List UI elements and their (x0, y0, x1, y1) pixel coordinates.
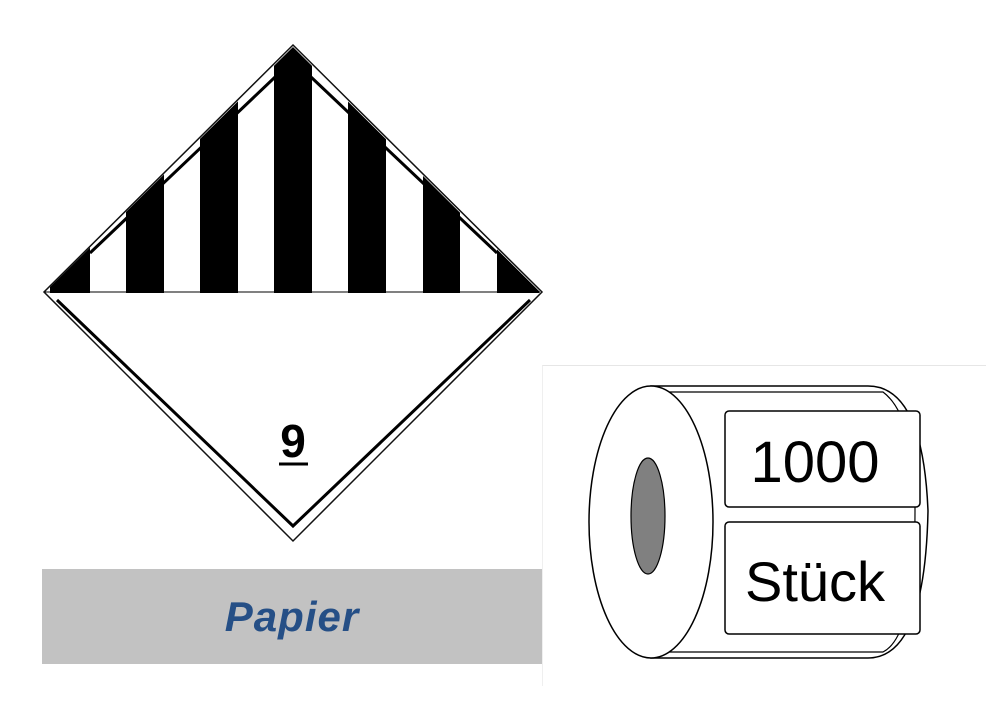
roll-quantity: 1000 (750, 430, 879, 495)
quantity-box (724, 410, 921, 508)
stripe (200, 80, 238, 293)
stripe (274, 47, 312, 293)
class-number: 9 (280, 415, 306, 467)
inner-border (88, 57, 499, 255)
unit-box (724, 521, 921, 635)
label-roll-icon: 1000 Stück (588, 385, 929, 659)
hazard-class-9-label: 9 (42, 43, 544, 543)
label-strip (663, 391, 916, 653)
inner-border-lower (55, 298, 532, 529)
stripe (348, 80, 386, 293)
stripe (126, 150, 164, 293)
roll-core (630, 457, 666, 575)
material-label: Papier (224, 592, 360, 640)
label-roll-panel: 1000 Stück (542, 365, 986, 686)
material-bar: Papier (42, 569, 542, 664)
stripe (423, 150, 460, 293)
stripe (497, 200, 540, 293)
roll-unit: Stück (745, 550, 886, 613)
